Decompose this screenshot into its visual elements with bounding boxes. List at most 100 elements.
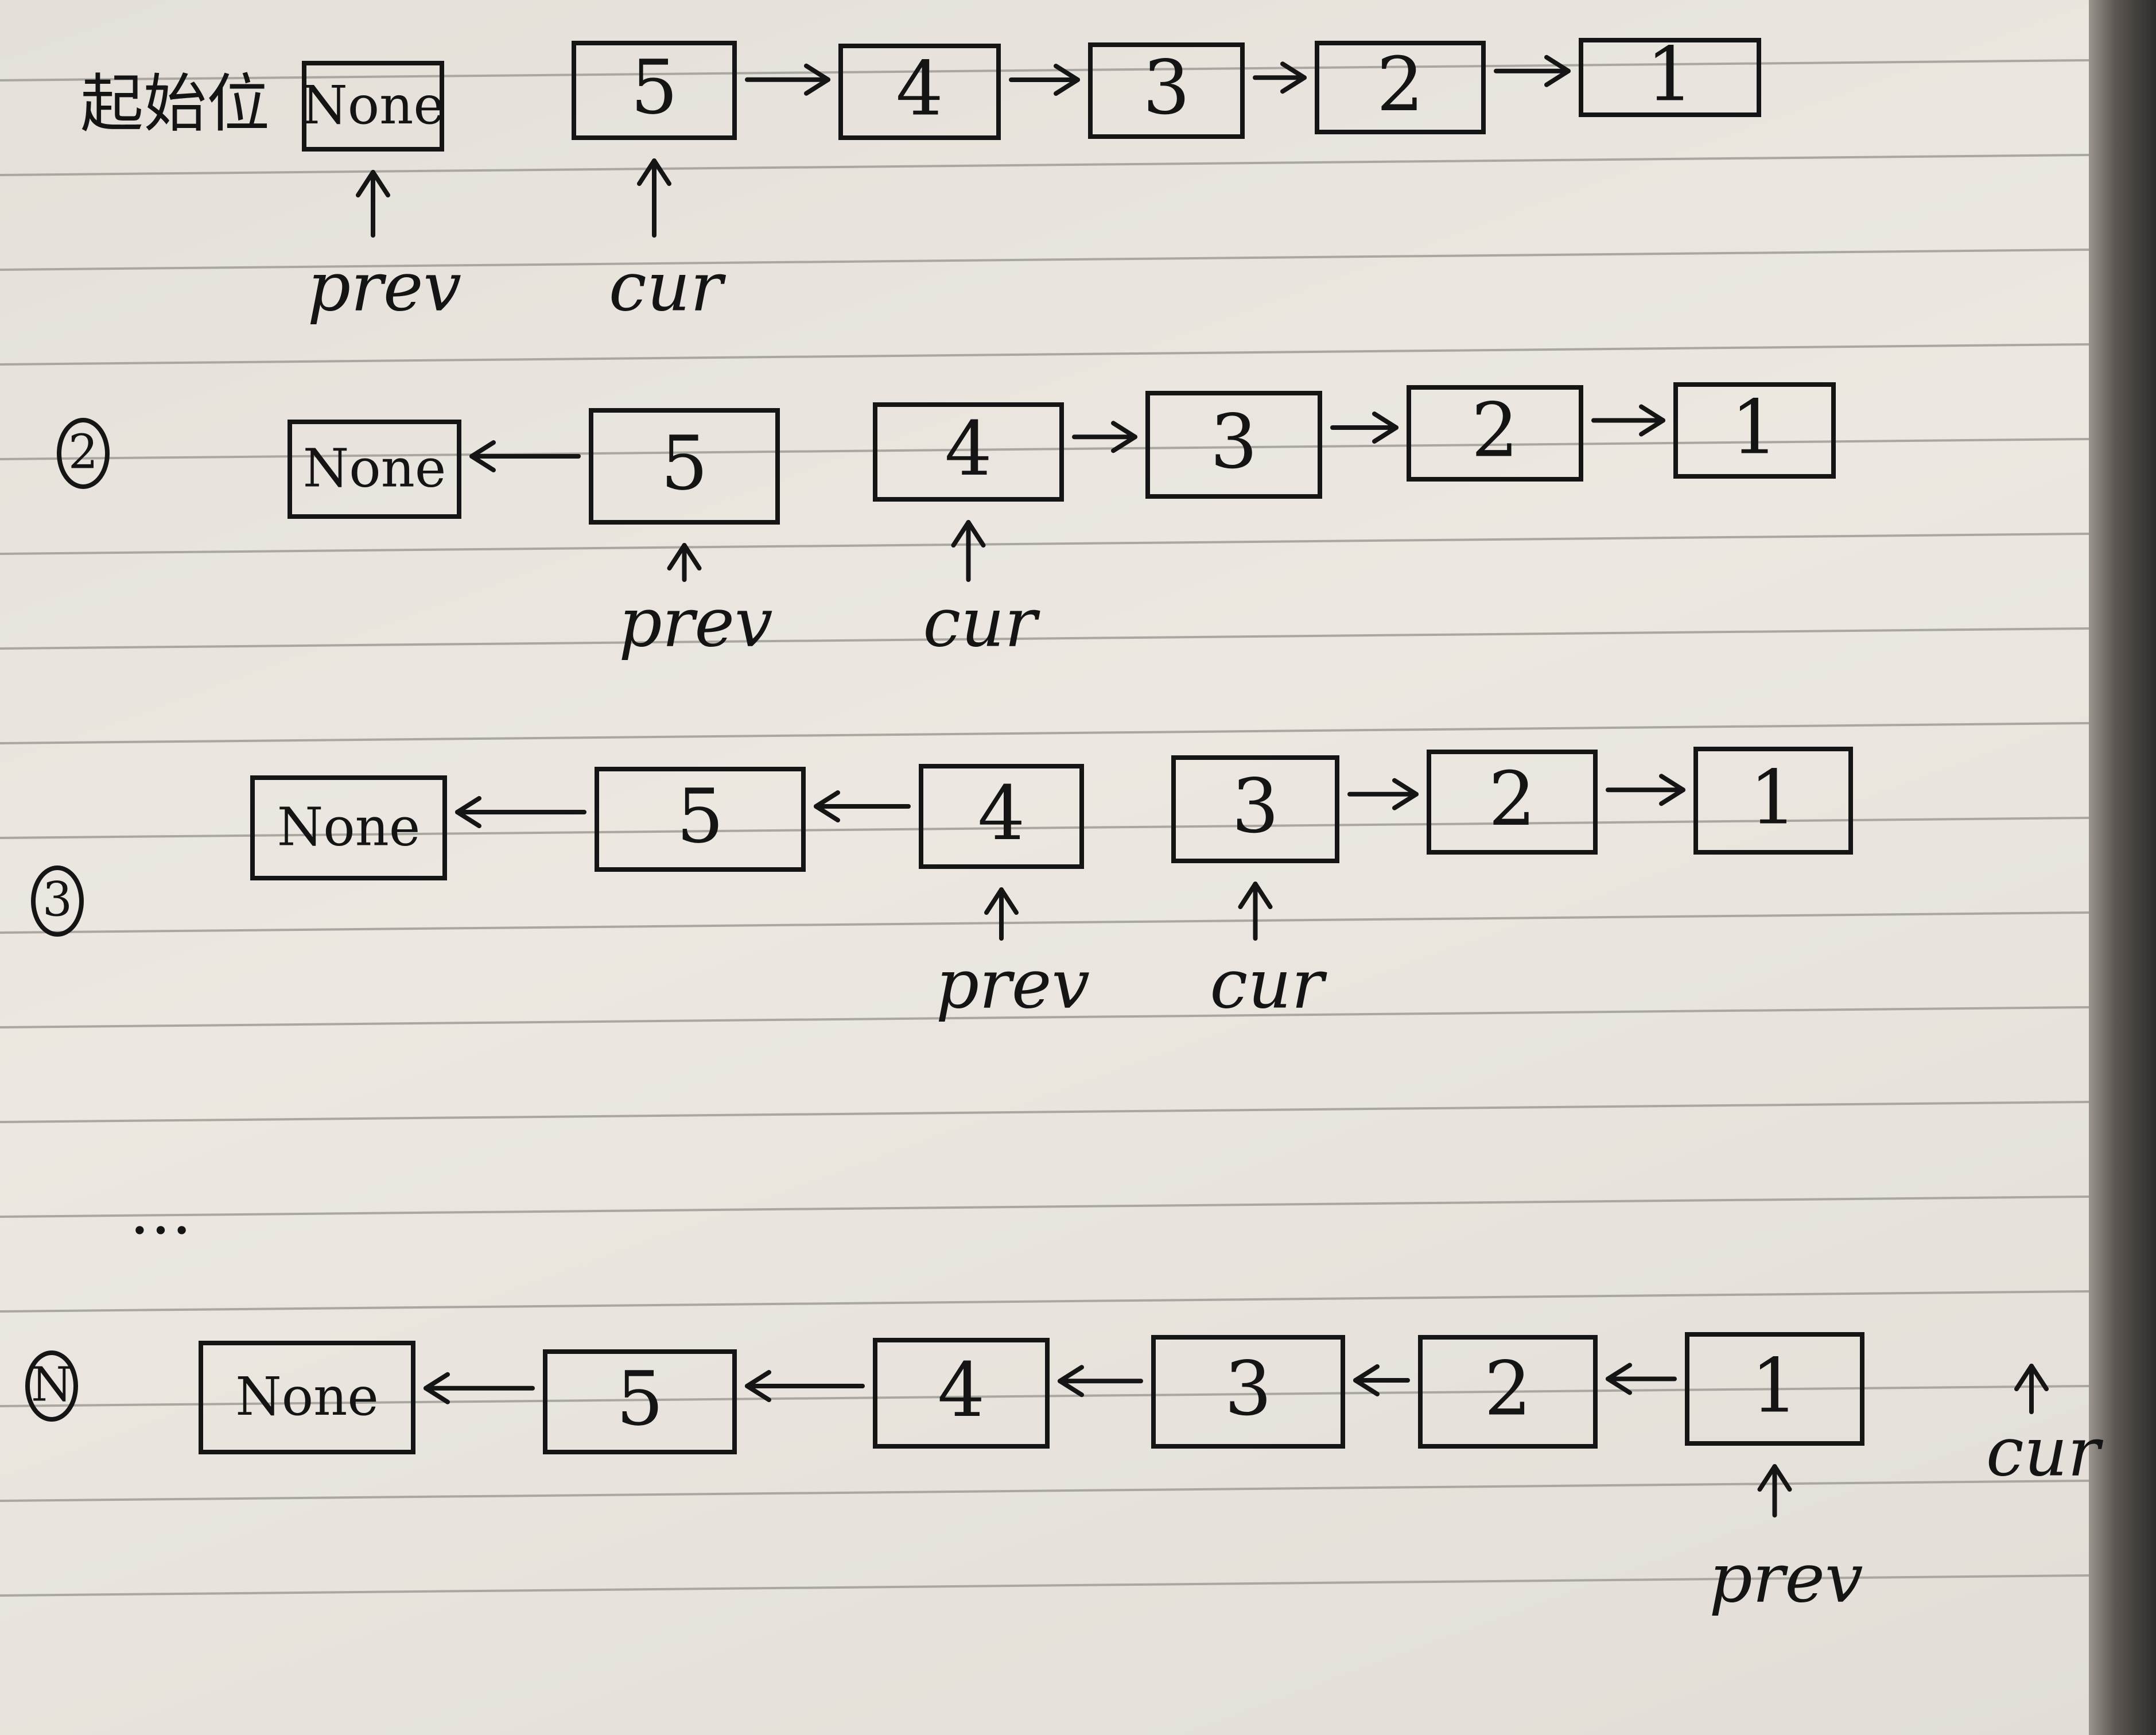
list-node-value: 1 xyxy=(1750,754,1797,841)
ruled-line xyxy=(0,438,2089,460)
cur-label: cur xyxy=(1986,1412,2104,1492)
diagram-title: 起始位 xyxy=(80,67,270,141)
prev-pointer-arrow-head xyxy=(984,887,1019,915)
list-node-box xyxy=(1088,42,1245,139)
list-node-value: 2 xyxy=(1471,387,1519,474)
list-node-box xyxy=(572,41,737,140)
list-node-box xyxy=(250,775,447,880)
step-number-circle xyxy=(25,1350,78,1422)
prev-label: prev xyxy=(936,945,1090,1024)
next-pointer-head xyxy=(1111,421,1137,453)
reversed-pointer-head xyxy=(1353,1364,1380,1396)
prev-pointer-arrow-head xyxy=(667,543,702,570)
prev-pointer-arrow-head xyxy=(1757,1464,1792,1492)
cur-pointer-arrow-head xyxy=(951,520,986,548)
ruled-line xyxy=(0,1574,2089,1597)
null-node-label: None xyxy=(277,796,421,857)
ruled-line xyxy=(0,533,2089,555)
next-pointer-head xyxy=(1544,55,1571,87)
list-node-box xyxy=(543,1349,737,1454)
list-node-box xyxy=(1315,41,1486,134)
next-pointer-head xyxy=(1280,61,1307,94)
list-node-value: 2 xyxy=(1489,755,1536,843)
ruled-line xyxy=(0,154,2089,176)
ruled-line xyxy=(0,59,2089,81)
next-pointer-head xyxy=(1392,778,1419,810)
list-node-box xyxy=(1673,382,1836,479)
step-number: 3 xyxy=(42,873,72,927)
list-node-value: 1 xyxy=(1646,31,1694,118)
list-node-value: 1 xyxy=(1751,1342,1798,1430)
prev-label: prev xyxy=(1709,1539,1863,1618)
list-node-value: 3 xyxy=(1210,398,1258,486)
list-node-value: 5 xyxy=(631,44,678,131)
list-node-box xyxy=(1693,747,1853,855)
list-node-value: 3 xyxy=(1225,1345,1272,1433)
list-node-value: 2 xyxy=(1484,1345,1532,1433)
ruled-line xyxy=(0,249,2089,271)
ruled-line xyxy=(0,817,2089,839)
null-node-label: None xyxy=(303,437,446,499)
step-number: N xyxy=(31,1358,72,1412)
list-node-value: 3 xyxy=(1143,44,1190,131)
prev-pointer-arrow-head xyxy=(356,170,390,197)
cur-label: cur xyxy=(609,247,727,327)
step-number-circle xyxy=(57,418,110,489)
reversed-pointer-head xyxy=(1606,1363,1632,1395)
reversed-pointer-head xyxy=(745,1370,771,1402)
list-node-value: 5 xyxy=(661,420,708,507)
desk-edge xyxy=(2089,0,2156,1735)
ruled-line xyxy=(0,627,2089,650)
list-node-box xyxy=(589,408,780,525)
ruled-line xyxy=(0,911,2089,934)
ruled-line xyxy=(0,1006,2089,1028)
prev-label: prev xyxy=(619,583,772,662)
cur-label: cur xyxy=(923,583,1040,662)
ruled-line xyxy=(0,722,2089,744)
list-node-value: 4 xyxy=(938,1346,985,1434)
cur-label: cur xyxy=(1210,945,1327,1024)
prev-label: prev xyxy=(308,247,461,327)
list-node-box xyxy=(838,44,1001,140)
ruled-line xyxy=(0,1101,2089,1123)
list-node-box xyxy=(1418,1335,1598,1449)
list-node-value: 4 xyxy=(896,45,943,133)
ruled-line xyxy=(0,1290,2089,1313)
list-node-box xyxy=(1579,38,1761,117)
list-node-box xyxy=(919,764,1084,869)
list-node-value: 5 xyxy=(677,773,724,860)
ruled-lines xyxy=(0,59,2089,1597)
next-pointer-head xyxy=(1639,404,1665,437)
ruled-line xyxy=(0,1480,2089,1502)
list-node-box xyxy=(1407,385,1583,482)
reversed-pointer-head xyxy=(814,790,840,822)
step-number: 2 xyxy=(68,425,98,480)
list-node-box xyxy=(1151,1335,1345,1449)
ruled-line xyxy=(0,1196,2089,1218)
reversed-pointer-head xyxy=(469,440,496,472)
reversed-pointer-head xyxy=(424,1372,450,1404)
list-node-value: 4 xyxy=(945,405,992,492)
ruled-line xyxy=(0,1385,2089,1407)
next-pointer-head xyxy=(1659,774,1685,806)
list-node-box xyxy=(288,420,461,519)
cur-pointer-arrow-head xyxy=(1238,882,1273,909)
list-node-value: 3 xyxy=(1232,763,1279,850)
ruled-line xyxy=(0,343,2089,366)
ellipsis: … xyxy=(129,1175,192,1248)
list-node-box xyxy=(302,61,444,152)
list-node-value: 2 xyxy=(1377,41,1424,128)
list-node-box xyxy=(595,767,806,872)
list-node-box xyxy=(1145,391,1322,499)
list-node-box xyxy=(1685,1332,1864,1446)
next-pointer-head xyxy=(1054,64,1080,96)
list-node-box xyxy=(873,402,1064,502)
cur-pointer-arrow-head xyxy=(2014,1364,2049,1391)
reversed-pointer-head xyxy=(1058,1365,1084,1398)
reversed-pointer-head xyxy=(455,796,481,828)
